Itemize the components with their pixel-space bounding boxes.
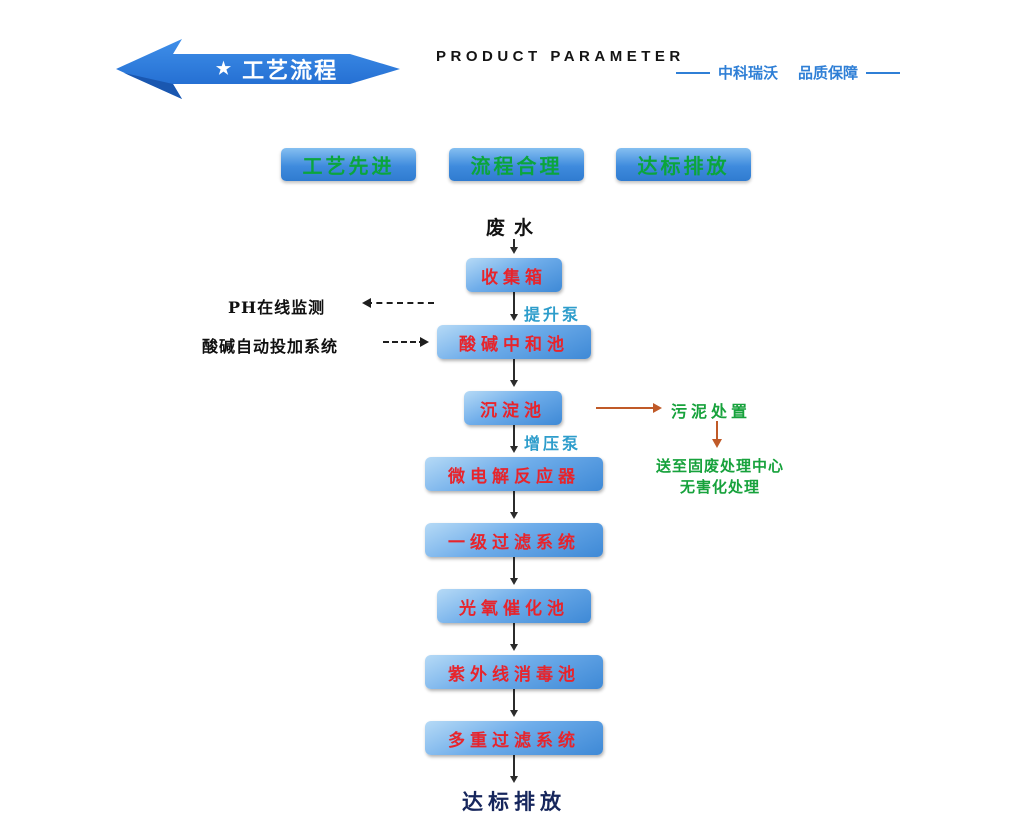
- flow-node-primary-filter-system: 一级过滤系统: [425, 523, 603, 557]
- flow-node-photo-catalytic-pool: 光氧催化池: [437, 589, 591, 623]
- star-icon: ★: [215, 59, 234, 78]
- lift-pump-label: 提升泵: [524, 305, 582, 324]
- arrow-down-icon: [510, 689, 518, 717]
- badge-standard-discharge: 达标排放: [616, 148, 751, 181]
- flow-node-neutralization-pool: 酸碱中和池: [437, 325, 591, 359]
- arrow-down-orange-icon: [712, 421, 722, 448]
- arrow-down-icon: [510, 623, 518, 651]
- process-flow-banner: ★ 工艺流程: [116, 38, 400, 100]
- sludge-note-line2: 无害化处理: [679, 478, 760, 496]
- arrow-down-icon: [510, 359, 518, 387]
- dashed-arrow-right-icon: [383, 337, 429, 347]
- banner-arrow-shape: [116, 39, 400, 99]
- brand-name: 中科瑞沃: [718, 65, 779, 82]
- flow-node-collection-box: 收集箱: [466, 258, 562, 292]
- sludge-note-line1: 送至固废处理中心: [655, 457, 784, 475]
- arrow-down-icon: [510, 755, 518, 783]
- ph-monitoring-label: PH在线监测: [228, 298, 326, 317]
- divider-line: [676, 71, 710, 74]
- badge-reasonable-flow: 流程合理: [449, 148, 584, 181]
- flow-node-multi-filter-system: 多重过滤系统: [425, 721, 603, 755]
- arrow-down-icon: [510, 292, 518, 321]
- arrow-down-icon: [510, 239, 518, 254]
- divider-line: [866, 71, 901, 74]
- arrow-down-icon: [510, 557, 518, 585]
- sludge-disposal-label: 污泥处置: [671, 402, 752, 421]
- arrow-down-icon: [510, 491, 518, 519]
- arrow-right-orange-icon: [596, 403, 662, 413]
- flow-node-uv-disinfection-pool: 紫外线消毒池: [425, 655, 603, 689]
- brand-slogan: 品质保障: [798, 65, 859, 82]
- boost-pump-label: 增压泵: [524, 434, 582, 453]
- flow-node-sedimentation-pool: 沉淀池: [464, 391, 562, 425]
- product-parameter-heading: PRODUCT PARAMETER: [436, 48, 685, 65]
- banner-title: ★ 工艺流程: [182, 38, 372, 100]
- dashed-arrow-left-icon: [362, 298, 434, 308]
- dosing-system-label: 酸碱自动投加系统: [202, 337, 339, 356]
- arrow-down-icon: [510, 425, 518, 453]
- brand-tagline: 中科瑞沃 品质保障: [676, 62, 901, 83]
- sludge-note: 送至固废处理中心 无害化处理: [628, 456, 812, 498]
- banner-title-text: 工艺流程: [242, 58, 339, 83]
- end-label-standard-discharge: 达标排放: [462, 789, 566, 814]
- start-label-wastewater: 废水: [485, 217, 542, 239]
- badge-advanced-process: 工艺先进: [281, 148, 416, 181]
- flow-node-micro-electrolysis-reactor: 微电解反应器: [425, 457, 603, 491]
